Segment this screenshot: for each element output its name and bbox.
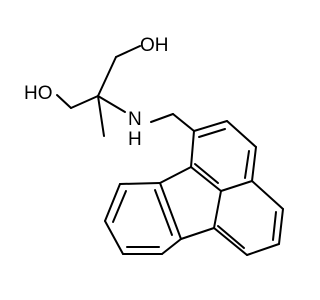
bond-ch2-ring	[172, 113, 195, 132]
bond-ring-a3	[251, 146, 257, 182]
atom-label-hydrogen: H	[128, 129, 142, 150]
bond-five-2	[180, 227, 215, 240]
bond-ring-a1	[193, 120, 228, 132]
bond-ch2-top	[97, 56, 117, 97]
bond-ring-a5-double	[194, 163, 219, 184]
bond-ring-a4	[220, 180, 253, 192]
bond-ring-a2	[226, 120, 257, 148]
atom-label-nitrogen: N	[128, 109, 142, 130]
bond-ring-a3-double	[244, 150, 250, 179]
bond-ring-b5	[213, 190, 222, 229]
bond-methyl	[97, 95, 105, 137]
bonds	[56, 45, 284, 256]
bond-c-n	[97, 95, 126, 113]
atom-label-ho-left: HO	[24, 83, 53, 104]
bond-benz-2	[104, 183, 121, 222]
bond-ring-a1-double	[198, 128, 226, 138]
bond-ring-b4	[213, 227, 248, 256]
background	[0, 0, 300, 300]
atom-labels: OH HO N H	[24, 35, 169, 150]
structure-canvas: OH HO N H	[0, 0, 300, 300]
bond-benz-5	[161, 238, 182, 255]
bond-ring-b2-double	[272, 211, 277, 241]
bond-ring-a5	[190, 166, 222, 192]
bond-ring-b3	[246, 243, 280, 256]
bond-five-3	[159, 182, 182, 240]
bond-ring-a6	[190, 130, 195, 168]
bond-n-ch2	[150, 113, 174, 123]
bond-benz-3	[104, 220, 124, 255]
atom-label-oh-top: OH	[140, 35, 169, 56]
bond-five-1	[159, 166, 192, 184]
bond-ring-b2	[278, 208, 284, 245]
bond-ch2-left	[70, 95, 99, 109]
bond-benz-2-double	[112, 190, 127, 223]
bond-ring-b1	[251, 180, 284, 210]
bond-ho-left	[56, 94, 72, 109]
bond-ring-b4-double	[217, 225, 245, 249]
bond-benz-6-double	[154, 189, 173, 236]
bond-benz-1	[119, 182, 161, 185]
bond-oh-top	[115, 45, 141, 58]
molecule-drawing: OH HO N H	[0, 0, 300, 300]
